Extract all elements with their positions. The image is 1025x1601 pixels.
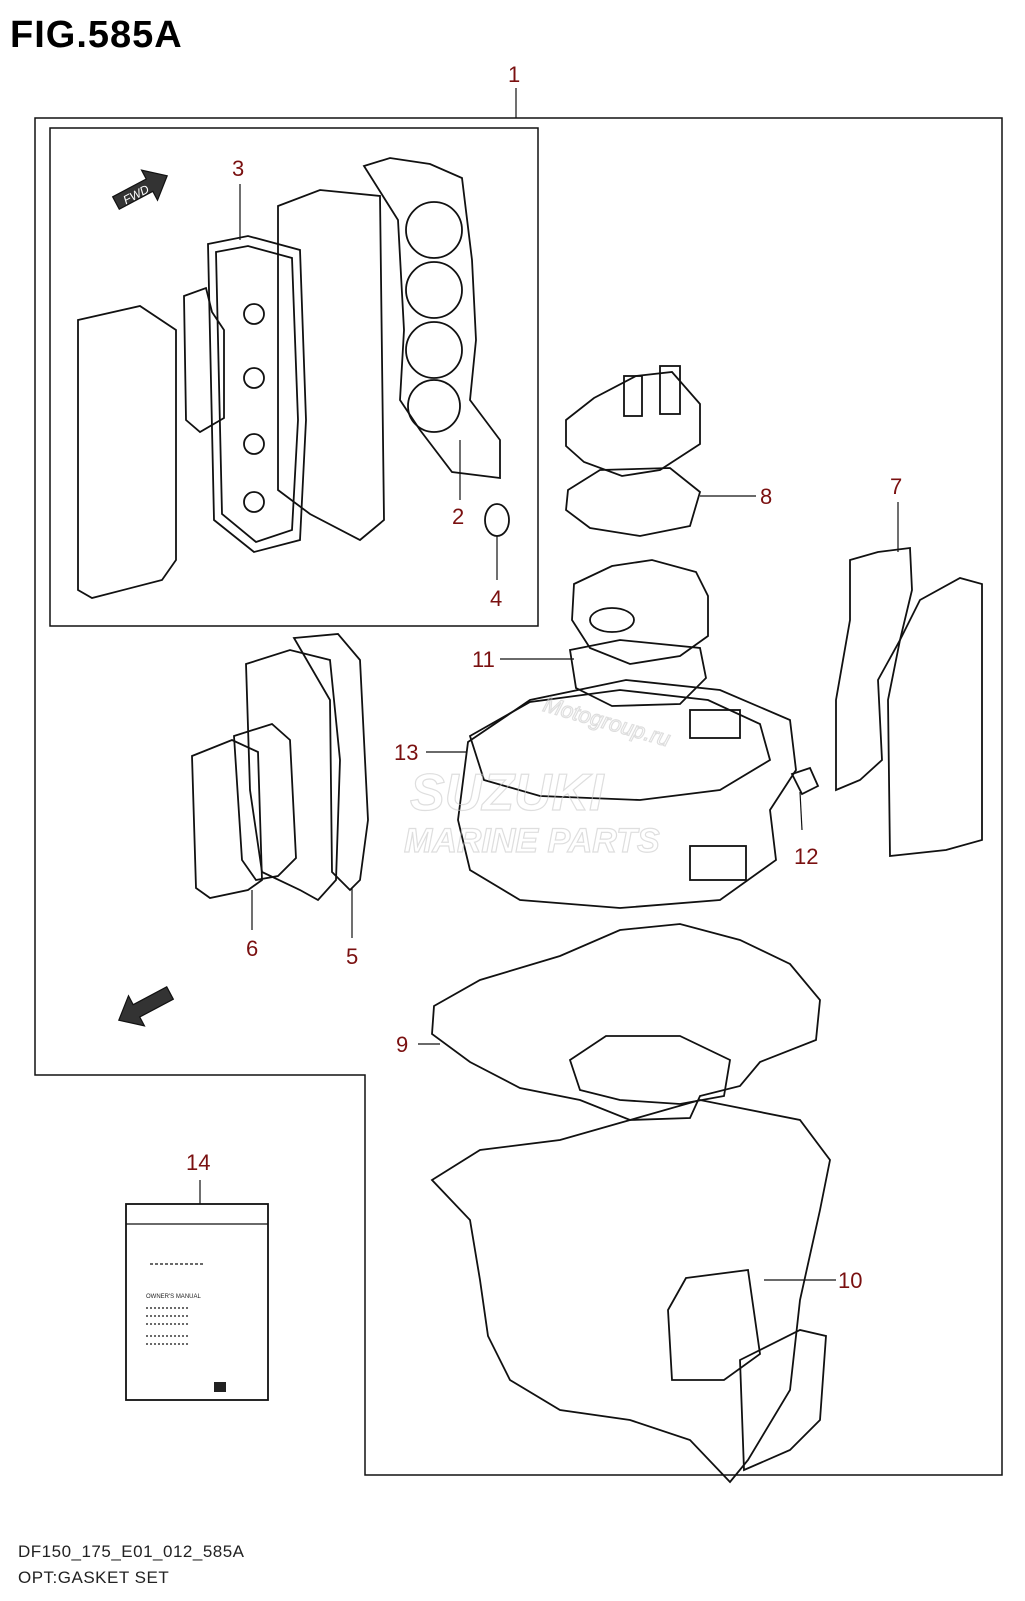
watermark-site: Motogroup.ru (540, 691, 673, 751)
callout-5: 5 (346, 944, 358, 969)
callout-3: 3 (232, 156, 244, 181)
kit-outline-frame (34, 117, 1003, 1476)
top-engine-box (49, 127, 539, 627)
exhaust-inner-plate (233, 722, 297, 881)
watermark: Motogroup.ru SUZUKI MARINE PARTS (403, 691, 673, 861)
callout-1: 1 (508, 62, 520, 87)
oil-pan-cover (667, 1268, 761, 1381)
side-cover-plate (887, 577, 983, 858)
callout-2: 2 (452, 504, 464, 529)
fwd-arrow-label: FWD (144, 1010, 175, 1035)
callout-12: 12 (794, 844, 818, 869)
mid-adapter-plate (457, 559, 797, 909)
callout-9: 9 (396, 1032, 408, 1057)
oil-pan-side-cover (739, 1329, 827, 1472)
oil-pan (430, 1099, 831, 1484)
fwd-arrow-icon (117, 985, 175, 1027)
valve-cover-gasket (77, 189, 385, 599)
watermark-subtitle: MARINE PARTS (404, 822, 660, 860)
o-ring (484, 503, 510, 537)
callout-6: 6 (246, 936, 258, 961)
housing-gasket (565, 467, 702, 537)
small-gasket-12 (790, 766, 820, 796)
oil-pan-gasket-inner (568, 1035, 731, 1105)
exhaust-inner-gasket (191, 739, 263, 899)
cylinder-head-gasket (362, 157, 501, 480)
figure-title: FIG.585A (10, 14, 183, 56)
callout-10: 10 (838, 1268, 862, 1293)
manual-heading: OWNER'S MANUAL (146, 1294, 201, 1300)
callout-4: 4 (490, 586, 502, 611)
exhaust-cover-gasket (292, 633, 369, 892)
callout-14: 14 (186, 1150, 210, 1175)
callout-13: 13 (394, 740, 418, 765)
fwd-arrow-icon: FWD (111, 169, 169, 211)
callout-8: 8 (760, 484, 772, 509)
footer-figure-code: DF150_175_E01_012_585A (18, 1542, 245, 1561)
oil-pan-gasket (431, 923, 821, 1121)
owners-manual: OWNER'S MANUAL (125, 1203, 269, 1401)
thermostat-housing (565, 365, 701, 477)
footer-figure-name: OPT:GASKET SET (18, 1568, 170, 1587)
watermark-brand: SUZUKI (410, 764, 605, 822)
exhaust-cover (245, 649, 341, 902)
callout-7: 7 (890, 474, 902, 499)
callout-11: 11 (472, 647, 495, 672)
side-cover-gasket (835, 546, 913, 792)
leader-12 (799, 791, 803, 831)
